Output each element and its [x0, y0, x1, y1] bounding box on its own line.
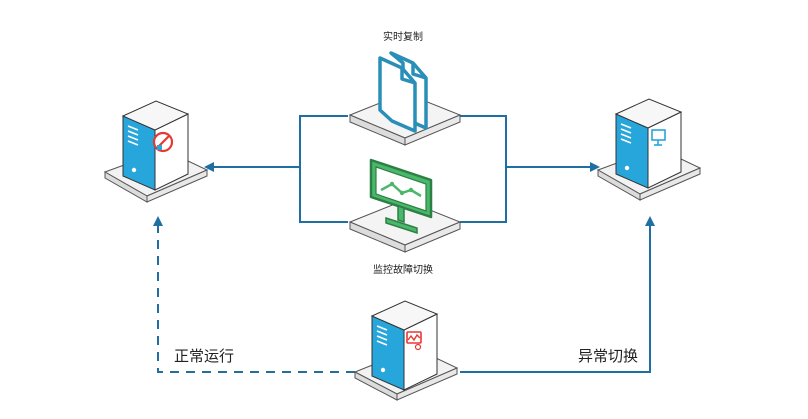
copy-station [348, 51, 462, 146]
monitor-failover-label: 监控故障切换 [373, 265, 433, 276]
heartbeat-icon [406, 331, 422, 351]
monitor-icon [369, 158, 433, 235]
line-to-right-server [460, 115, 507, 223]
line-to-left-server [299, 115, 348, 223]
normal-run-dashed-line [153, 216, 355, 373]
connector-lines [153, 115, 655, 373]
monitor-station [348, 158, 462, 253]
copy-files-icon [378, 51, 428, 133]
left-server [103, 100, 209, 203]
abnormal-switch-label: 异常切换 [578, 347, 639, 365]
realtime-copy-label: 实时复制 [383, 32, 423, 43]
normal-run-label: 正常运行 [174, 347, 235, 365]
bottom-server [353, 300, 459, 401]
monitor-screen-icon [651, 129, 666, 146]
prohibited-icon [152, 131, 174, 153]
abnormal-switch-line [460, 216, 655, 373]
right-server [596, 98, 702, 201]
